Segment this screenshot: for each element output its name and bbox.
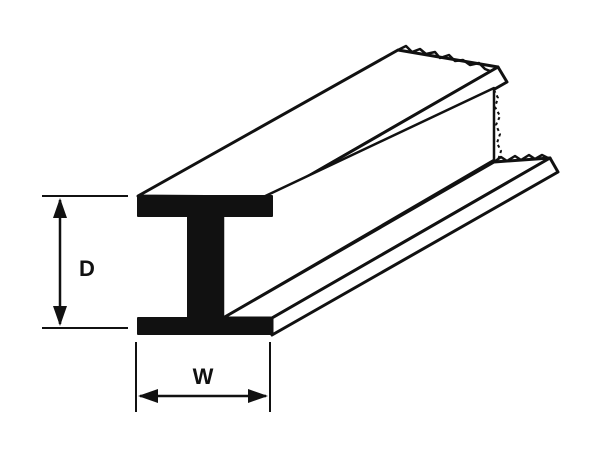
top-flange-torn-edge	[397, 44, 491, 73]
bottom-flange-torn-edge	[493, 153, 551, 164]
depth-arrowhead-bottom	[53, 306, 67, 326]
web-torn-edge	[493, 89, 503, 161]
width-arrowhead-left	[138, 389, 158, 403]
i-beam-cross-section	[137, 195, 273, 335]
depth-label: D	[79, 256, 95, 281]
width-label: W	[193, 364, 214, 389]
width-arrowhead-right	[248, 389, 268, 403]
depth-arrowhead-top	[53, 198, 67, 218]
